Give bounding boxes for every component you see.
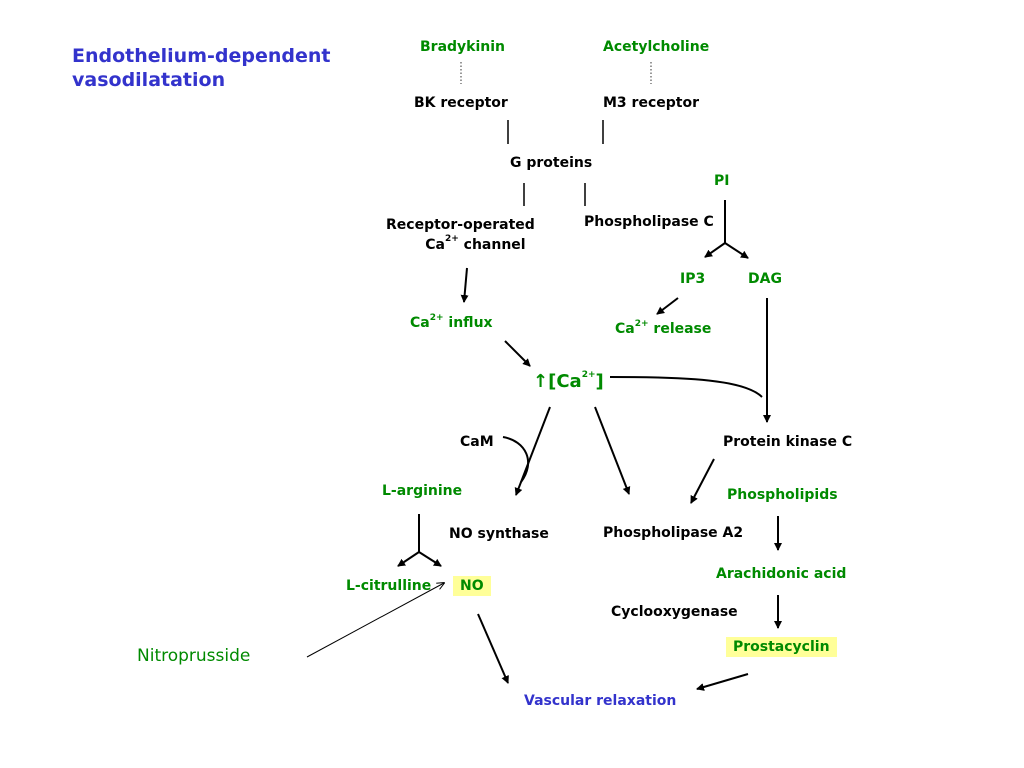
release-word: release — [648, 321, 712, 337]
arachidonic-acid-label: Arachidonic acid — [716, 566, 847, 582]
bk-receptor-label: BK receptor — [414, 95, 508, 111]
arginine-to-no-arrow — [418, 551, 442, 567]
receptor-operated-line-2: Ca2+ channel — [395, 234, 526, 255]
ca-symbol: Ca — [410, 315, 430, 331]
nitroprusside-to-no-arrow — [306, 583, 444, 658]
pi-to-ip3-arrow — [704, 242, 726, 258]
phospholipase-a2-label: Phospholipase A2 — [603, 525, 744, 541]
l-arginine-label: L-arginine — [382, 483, 463, 499]
no-synthase-label: NO synthase — [449, 526, 549, 542]
diagram-title: Endothelium-dependent vasodilatation — [72, 45, 352, 93]
dag-label: DAG — [748, 271, 782, 287]
charge-superscript: 2+ — [444, 234, 459, 245]
calcium-to-pkc-curve — [609, 376, 763, 398]
phospholipase-c-label: Phospholipase C — [584, 214, 714, 230]
prostacyclin-to-relaxation-arrow — [696, 673, 749, 691]
prostacyclin-label: Prostacyclin — [726, 637, 837, 657]
bradykinin-label: Bradykinin — [420, 39, 506, 55]
no-to-relaxation-arrow — [477, 613, 509, 684]
nitric-oxide-label: NO — [453, 576, 491, 596]
ca-symbol: Ca — [615, 321, 635, 337]
ca-symbol: Ca — [425, 237, 445, 254]
receptor-operated-channel-label: Receptor-operated Ca2+ channel — [386, 215, 535, 256]
closing-bracket: ] — [595, 371, 604, 392]
acetylcholine-label: Acetylcholine — [603, 39, 710, 55]
pkc-to-pla2-arrow — [690, 458, 715, 504]
cam-label: CaM — [460, 434, 494, 450]
calcium-to-pla2-arrow — [594, 406, 631, 495]
increase-arrow-icon: ↑ — [533, 371, 549, 392]
pi-to-dag-arrow — [724, 242, 749, 259]
charge-superscript: 2+ — [634, 319, 649, 329]
protein-kinase-c-label: Protein kinase C — [723, 434, 853, 450]
charge-superscript: 2+ — [581, 370, 596, 380]
intracellular-calcium-label: ↑[Ca2+] — [533, 370, 604, 392]
ca-influx-label: Ca2+ influx — [410, 313, 493, 331]
vascular-relaxation-label: Vascular relaxation — [524, 693, 677, 709]
charge-superscript: 2+ — [429, 313, 444, 323]
arginine-to-citrulline-arrow — [397, 551, 420, 567]
title-line-1: Endothelium-dependent — [72, 45, 331, 67]
channel-to-influx-arrow — [460, 267, 469, 303]
receptor-operated-line-1: Receptor-operated — [386, 217, 535, 233]
phospholipids-label: Phospholipids — [727, 487, 838, 503]
nitroprusside-label: Nitroprusside — [137, 646, 251, 666]
ca-release-label: Ca2+ release — [615, 319, 712, 337]
title-line-2: vasodilatation — [72, 68, 226, 91]
g-proteins-label: G proteins — [510, 155, 593, 171]
cam-binding-curve — [502, 436, 530, 483]
channel-word: channel — [458, 237, 526, 254]
l-citrulline-label: L-citrulline — [346, 578, 432, 594]
ip3-label: IP3 — [680, 271, 706, 287]
influx-word: influx — [443, 315, 493, 331]
influx-to-calcium-arrow — [504, 340, 531, 367]
m3-receptor-label: M3 receptor — [603, 95, 699, 111]
cyclooxygenase-label: Cyclooxygenase — [611, 604, 738, 620]
ca-symbol: [Ca — [548, 371, 582, 392]
ip3-to-release-arrow — [656, 297, 679, 315]
pi-label: PI — [714, 173, 730, 189]
